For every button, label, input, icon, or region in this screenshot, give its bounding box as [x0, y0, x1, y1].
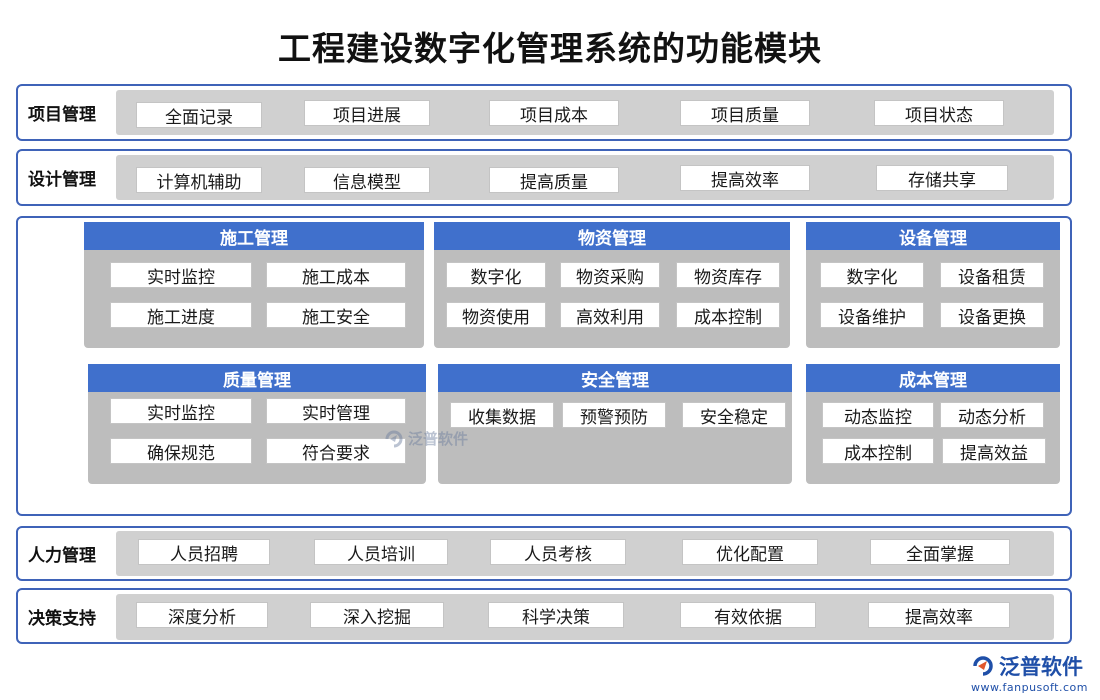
row-panel: 全面记录 项目进展 项目成本 项目质量 项目状态	[116, 90, 1054, 135]
module-header: 质量管理	[88, 364, 426, 392]
module-body: 数字化 设备租赁 设备维护 设备更换	[806, 250, 1060, 348]
item-chip: 提高效益	[942, 438, 1046, 464]
item-chip: 全面记录	[136, 102, 262, 128]
module-body: 数字化 物资采购 物资库存 物资使用 高效利用 成本控制	[434, 250, 790, 348]
module-body: 动态监控 动态分析 成本控制 提高效益	[806, 392, 1060, 484]
item-chip: 成本控制	[822, 438, 934, 464]
item-chip: 优化配置	[682, 539, 818, 565]
item-chip: 实时监控	[110, 398, 252, 424]
module-body: 收集数据 预警预防 安全稳定	[438, 392, 792, 484]
row-hr-management: 人力管理 人员招聘 人员培训 人员考核 优化配置 全面掌握	[16, 526, 1072, 581]
fanpu-logo-icon	[385, 430, 403, 447]
fanpu-logo-icon	[973, 656, 993, 676]
item-chip: 物资采购	[560, 262, 660, 288]
watermark: 泛普软件	[384, 428, 468, 449]
module-equipment: 设备管理 数字化 设备租赁 设备维护 设备更换	[806, 222, 1060, 348]
module-construction: 施工管理 实时监控 施工成本 施工进度 施工安全	[84, 222, 424, 348]
item-chip: 施工进度	[110, 302, 252, 328]
brand-url: www.fanpusoft.com	[971, 681, 1088, 694]
item-chip: 物资库存	[676, 262, 780, 288]
brand-name: 泛普软件	[999, 655, 1084, 679]
row-project-management: 项目管理 全面记录 项目进展 项目成本 项目质量 项目状态	[16, 84, 1072, 141]
module-header: 物资管理	[434, 222, 790, 250]
item-chip: 信息模型	[304, 167, 430, 193]
item-chip: 物资使用	[446, 302, 546, 328]
item-chip: 设备维护	[820, 302, 924, 328]
row-label: 设计管理	[28, 170, 96, 190]
brand-logo: 泛普软件 www.fanpusoft.com	[971, 651, 1088, 694]
item-chip: 施工安全	[266, 302, 406, 328]
module-header: 施工管理	[84, 222, 424, 250]
core-modules-frame: 施工管理 实时监控 施工成本 施工进度 施工安全 物资管理 数字化 物资采购 物…	[16, 216, 1072, 516]
item-chip: 安全稳定	[682, 402, 786, 428]
row-panel: 人员招聘 人员培训 人员考核 优化配置 全面掌握	[116, 531, 1054, 576]
item-chip: 提高效率	[680, 165, 810, 191]
item-chip: 高效利用	[560, 302, 660, 328]
module-body: 实时监控 施工成本 施工进度 施工安全	[84, 250, 424, 348]
item-chip: 数字化	[446, 262, 546, 288]
item-chip: 人员招聘	[138, 539, 270, 565]
item-chip: 提高质量	[489, 167, 619, 193]
row-decision-support: 决策支持 深度分析 深入挖掘 科学决策 有效依据 提高效率	[16, 588, 1072, 644]
item-chip: 实时监控	[110, 262, 252, 288]
watermark-text: 泛普软件	[408, 430, 469, 448]
item-chip: 人员培训	[314, 539, 448, 565]
module-materials: 物资管理 数字化 物资采购 物资库存 物资使用 高效利用 成本控制	[434, 222, 790, 348]
row-panel: 计算机辅助 信息模型 提高质量 提高效率 存储共享	[116, 155, 1054, 200]
item-chip: 施工成本	[266, 262, 406, 288]
item-chip: 项目进展	[304, 100, 430, 126]
item-chip: 有效依据	[680, 602, 816, 628]
module-quality: 质量管理 实时监控 实时管理 确保规范 符合要求	[88, 364, 426, 484]
module-body: 实时监控 实时管理 确保规范 符合要求	[88, 392, 426, 484]
page-title: 工程建设数字化管理系统的功能模块	[278, 29, 822, 68]
item-chip: 数字化	[820, 262, 924, 288]
item-chip: 科学决策	[488, 602, 624, 628]
item-chip: 设备租赁	[940, 262, 1044, 288]
item-chip: 全面掌握	[870, 539, 1010, 565]
row-label: 项目管理	[28, 105, 96, 125]
item-chip: 确保规范	[110, 438, 252, 464]
row-label: 人力管理	[28, 546, 96, 566]
item-chip: 收集数据	[450, 402, 554, 428]
item-chip: 项目质量	[680, 100, 810, 126]
module-header: 安全管理	[438, 364, 792, 392]
item-chip: 实时管理	[266, 398, 406, 424]
item-chip: 项目成本	[489, 100, 619, 126]
item-chip: 深入挖掘	[310, 602, 444, 628]
module-header: 设备管理	[806, 222, 1060, 250]
item-chip: 预警预防	[562, 402, 666, 428]
item-chip: 存储共享	[876, 165, 1008, 191]
row-design-management: 设计管理 计算机辅助 信息模型 提高质量 提高效率 存储共享	[16, 149, 1072, 206]
row-panel: 深度分析 深入挖掘 科学决策 有效依据 提高效率	[116, 594, 1054, 640]
item-chip: 提高效率	[868, 602, 1010, 628]
item-chip: 设备更换	[940, 302, 1044, 328]
item-chip: 成本控制	[676, 302, 780, 328]
item-chip: 符合要求	[266, 438, 406, 464]
item-chip: 动态分析	[940, 402, 1044, 428]
item-chip: 计算机辅助	[136, 167, 262, 193]
item-chip: 项目状态	[874, 100, 1004, 126]
item-chip: 人员考核	[490, 539, 626, 565]
row-label: 决策支持	[28, 608, 96, 629]
module-cost: 成本管理 动态监控 动态分析 成本控制 提高效益	[806, 364, 1060, 484]
module-safety: 安全管理 收集数据 预警预防 安全稳定	[438, 364, 792, 484]
module-header: 成本管理	[806, 364, 1060, 392]
item-chip: 深度分析	[136, 602, 268, 628]
item-chip: 动态监控	[822, 402, 934, 428]
